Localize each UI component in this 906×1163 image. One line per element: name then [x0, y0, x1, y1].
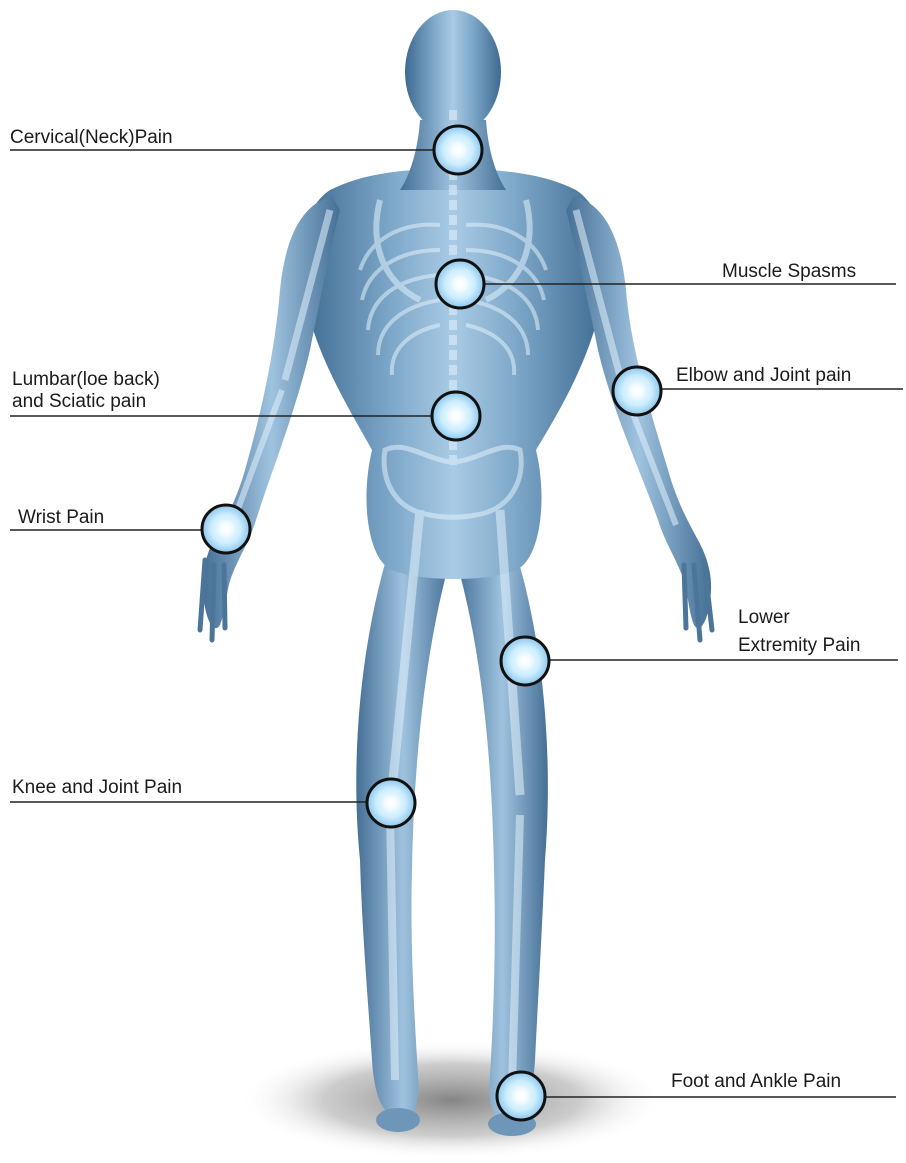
label-lumbar-line2: and Sciatic pain: [12, 390, 146, 413]
label-lower-extremity-line2: Extremity Pain: [738, 634, 860, 657]
marker-lumbar: [432, 392, 480, 440]
marker-knee: [367, 779, 415, 827]
label-cervical: Cervical(Neck)Pain: [10, 126, 173, 149]
marker-muscle-spasms: [436, 260, 484, 308]
floor-shadow: [237, 1040, 667, 1158]
label-lower-extremity-line1: Lower: [738, 606, 790, 629]
marker-wrist: [202, 505, 250, 553]
label-lumbar-line1: Lumbar(loe back): [12, 368, 160, 391]
label-knee: Knee and Joint Pain: [12, 776, 182, 799]
label-muscle-spasms: Muscle Spasms: [722, 260, 856, 283]
label-wrist: Wrist Pain: [18, 506, 104, 529]
marker-lower-extremity: [501, 637, 549, 685]
marker-elbow: [613, 367, 661, 415]
label-foot-ankle: Foot and Ankle Pain: [671, 1070, 841, 1093]
marker-foot-ankle: [497, 1072, 545, 1120]
label-elbow: Elbow and Joint pain: [676, 364, 851, 387]
marker-cervical: [434, 126, 482, 174]
